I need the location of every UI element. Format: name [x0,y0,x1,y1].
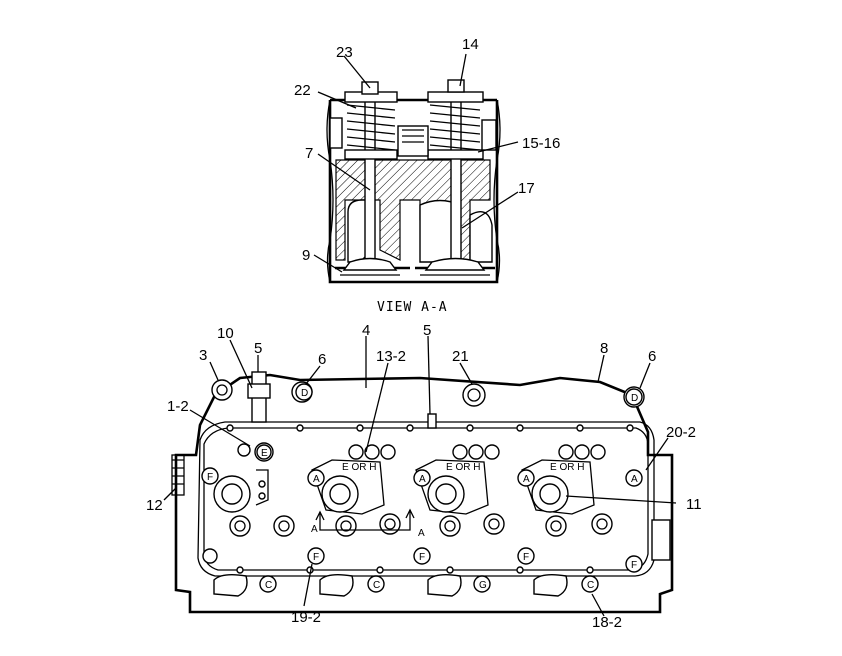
section-view-a-a [326,79,501,284]
callout-6-right: 6 [648,348,656,365]
callout-3: 3 [199,347,207,364]
gasket-holes [226,424,634,574]
bolt-letter-f-1: F [207,472,213,483]
bolt-letter-c-1: C [265,580,272,591]
callout-15-16: 15-16 [522,135,560,152]
section-marker-a-right: A [418,528,425,539]
valve-spring-left [344,91,398,160]
callout-17: 17 [518,180,535,197]
callout-22: 22 [294,82,311,99]
callout-20-2: 20-2 [666,424,696,441]
bolt-letter-c-3: C [587,580,594,591]
bolt-letter-c-2: C [373,580,380,591]
bolt-letter-d-2: D [631,393,638,404]
callout-9: 9 [302,247,310,264]
view-title: VIEW A-A [377,300,448,315]
bolt-letter-f-5: F [631,560,637,571]
cylinder-head-plan [171,371,674,614]
cylinder-group-1 [213,442,295,537]
callout-4: 4 [362,322,370,339]
bolt-letter-f-2: F [313,552,319,563]
section-marker-a-left: A [311,524,318,535]
bolt-letter-f-3: F [419,552,425,563]
cylinder-group-2 [311,444,401,537]
bolt-letter-g: G [479,580,487,591]
callout-6-left: 6 [318,351,326,368]
bolt-heads [201,383,643,593]
callout-13-2: 13-2 [376,348,406,365]
callout-19-2: 19-2 [291,609,321,626]
bolt-letter-d-1: D [301,388,308,399]
section-leaders [313,53,519,273]
callout-12: 12 [146,497,163,514]
callout-11: 11 [686,496,702,513]
bolt-letter-e: E [261,448,268,459]
cylinder-group-3 [415,444,505,537]
callout-7: 7 [305,145,313,162]
port-label-2: E OR H [446,462,480,473]
callout-18-2: 18-2 [592,614,622,631]
callout-8: 8 [600,340,608,357]
port-label-1: E OR H [342,462,376,473]
callout-21: 21 [452,348,469,365]
port-label-3: E OR H [550,462,584,473]
bolt-letter-a-4: A [631,474,638,485]
callout-1-2: 1-2 [167,398,189,415]
plan-leaders [163,335,677,617]
callout-5-right: 5 [423,322,431,339]
callout-23: 23 [336,44,353,61]
bolt-letter-f-4: F [523,552,529,563]
callout-14: 14 [462,36,479,53]
bolt-letter-a-3: A [523,474,530,485]
bolt-letter-a-2: A [419,474,426,485]
cylinder-group-4 [521,444,613,537]
callout-10: 10 [217,325,234,342]
bolt-letter-a-1: A [313,474,320,485]
callout-5-left: 5 [254,340,262,357]
